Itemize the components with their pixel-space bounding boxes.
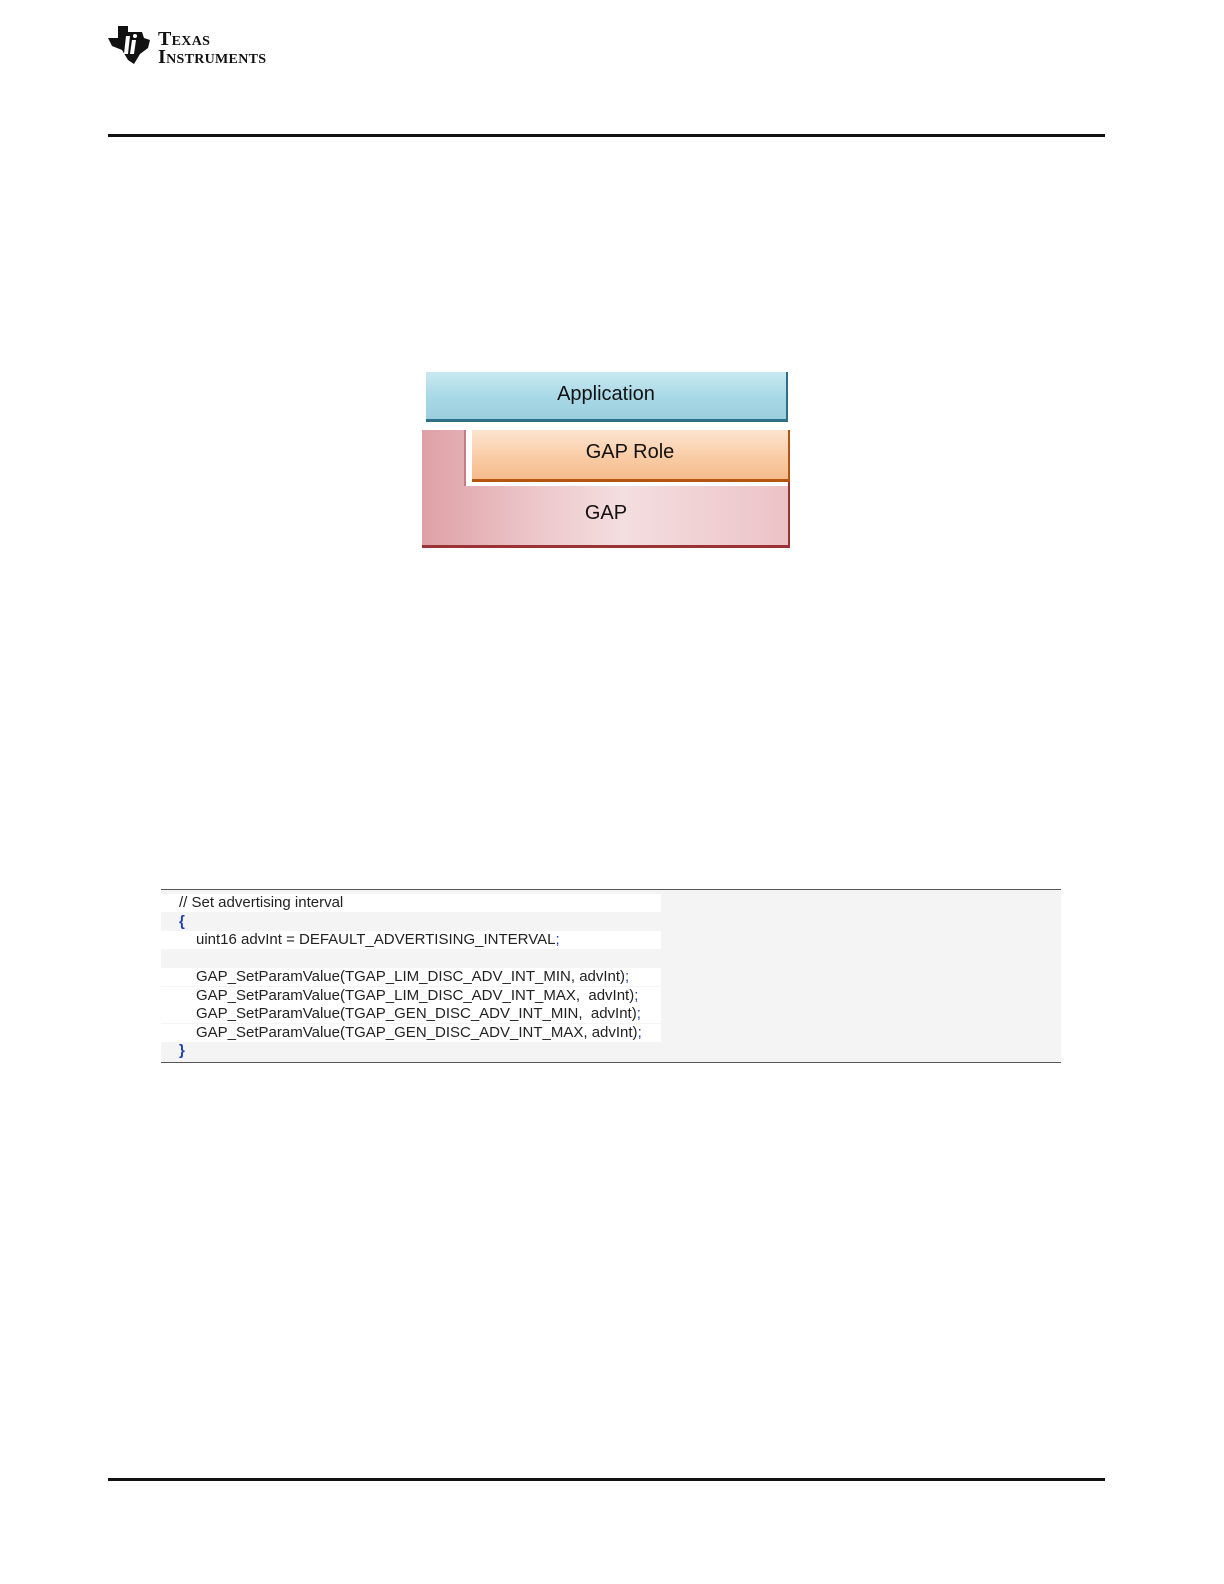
code-declaration-text: uint16 advInt = DEFAULT_ADVERTISING_INTE…	[196, 931, 556, 948]
code-call: GAP_SetParamValue(TGAP_LIM_DISC_ADV_INT_…	[179, 968, 642, 987]
code-declaration: uint16 advInt = DEFAULT_ADVERTISING_INTE…	[179, 931, 642, 950]
code-call-text: GAP_SetParamValue(TGAP_GEN_DISC_ADV_INT_…	[196, 1005, 637, 1022]
logo-line-1: Texas	[158, 28, 211, 50]
gap-layer-label: GAP	[584, 502, 628, 524]
texas-state-logo-icon	[108, 26, 150, 64]
code-comment: // Set advertising interval	[179, 894, 344, 911]
code-call-text: GAP_SetParamValue(TGAP_LIM_DISC_ADV_INT_…	[196, 986, 635, 1004]
code-semicolon: ;	[637, 1023, 642, 1041]
application-layer: Application	[426, 372, 788, 422]
logo-line-2: Instruments	[158, 46, 267, 68]
footer-rule	[108, 1478, 1105, 1481]
code-highlight-band	[161, 1024, 661, 1042]
gap-role-layer: GAP Role	[472, 430, 790, 482]
gap-layer-inner-edge	[464, 430, 466, 486]
application-layer-label: Application	[557, 383, 655, 405]
code-highlight-band	[161, 894, 661, 912]
code-semicolon: ;	[555, 931, 560, 948]
code-blank-line	[179, 950, 642, 969]
code-highlight-band	[161, 931, 661, 949]
code-highlight-band	[161, 968, 661, 986]
code-call-text: GAP_SetParamValue(TGAP_LIM_DISC_ADV_INT_…	[196, 968, 626, 985]
code-lines: // Set advertising interval { uint16 adv…	[179, 894, 642, 1061]
code-highlight-band	[161, 987, 661, 1005]
code-listing: // Set advertising interval { uint16 adv…	[161, 889, 1061, 1063]
code-call: GAP_SetParamValue(TGAP_GEN_DISC_ADV_INT_…	[179, 1005, 642, 1024]
code-call-text: GAP_SetParamValue(TGAP_GEN_DISC_ADV_INT_…	[196, 1023, 638, 1041]
gap-role-layer-label: GAP Role	[585, 441, 675, 463]
ti-logo: Texas Instruments	[108, 24, 298, 70]
ti-wordmark: Texas Instruments	[158, 28, 267, 68]
code-semicolon: ;	[636, 1005, 641, 1022]
code-call: GAP_SetParamValue(TGAP_LIM_DISC_ADV_INT_…	[179, 987, 642, 1006]
code-close-brace: }	[179, 1042, 185, 1059]
code-open-brace: {	[179, 912, 185, 930]
code-highlight-band	[161, 1005, 661, 1023]
code-semicolon: ;	[634, 986, 639, 1004]
header-rule	[108, 134, 1105, 137]
code-semicolon: ;	[625, 968, 630, 985]
code-call: GAP_SetParamValue(TGAP_GEN_DISC_ADV_INT_…	[179, 1024, 642, 1043]
gap-layer-diagram: GAP Application GAP Role	[420, 370, 792, 550]
